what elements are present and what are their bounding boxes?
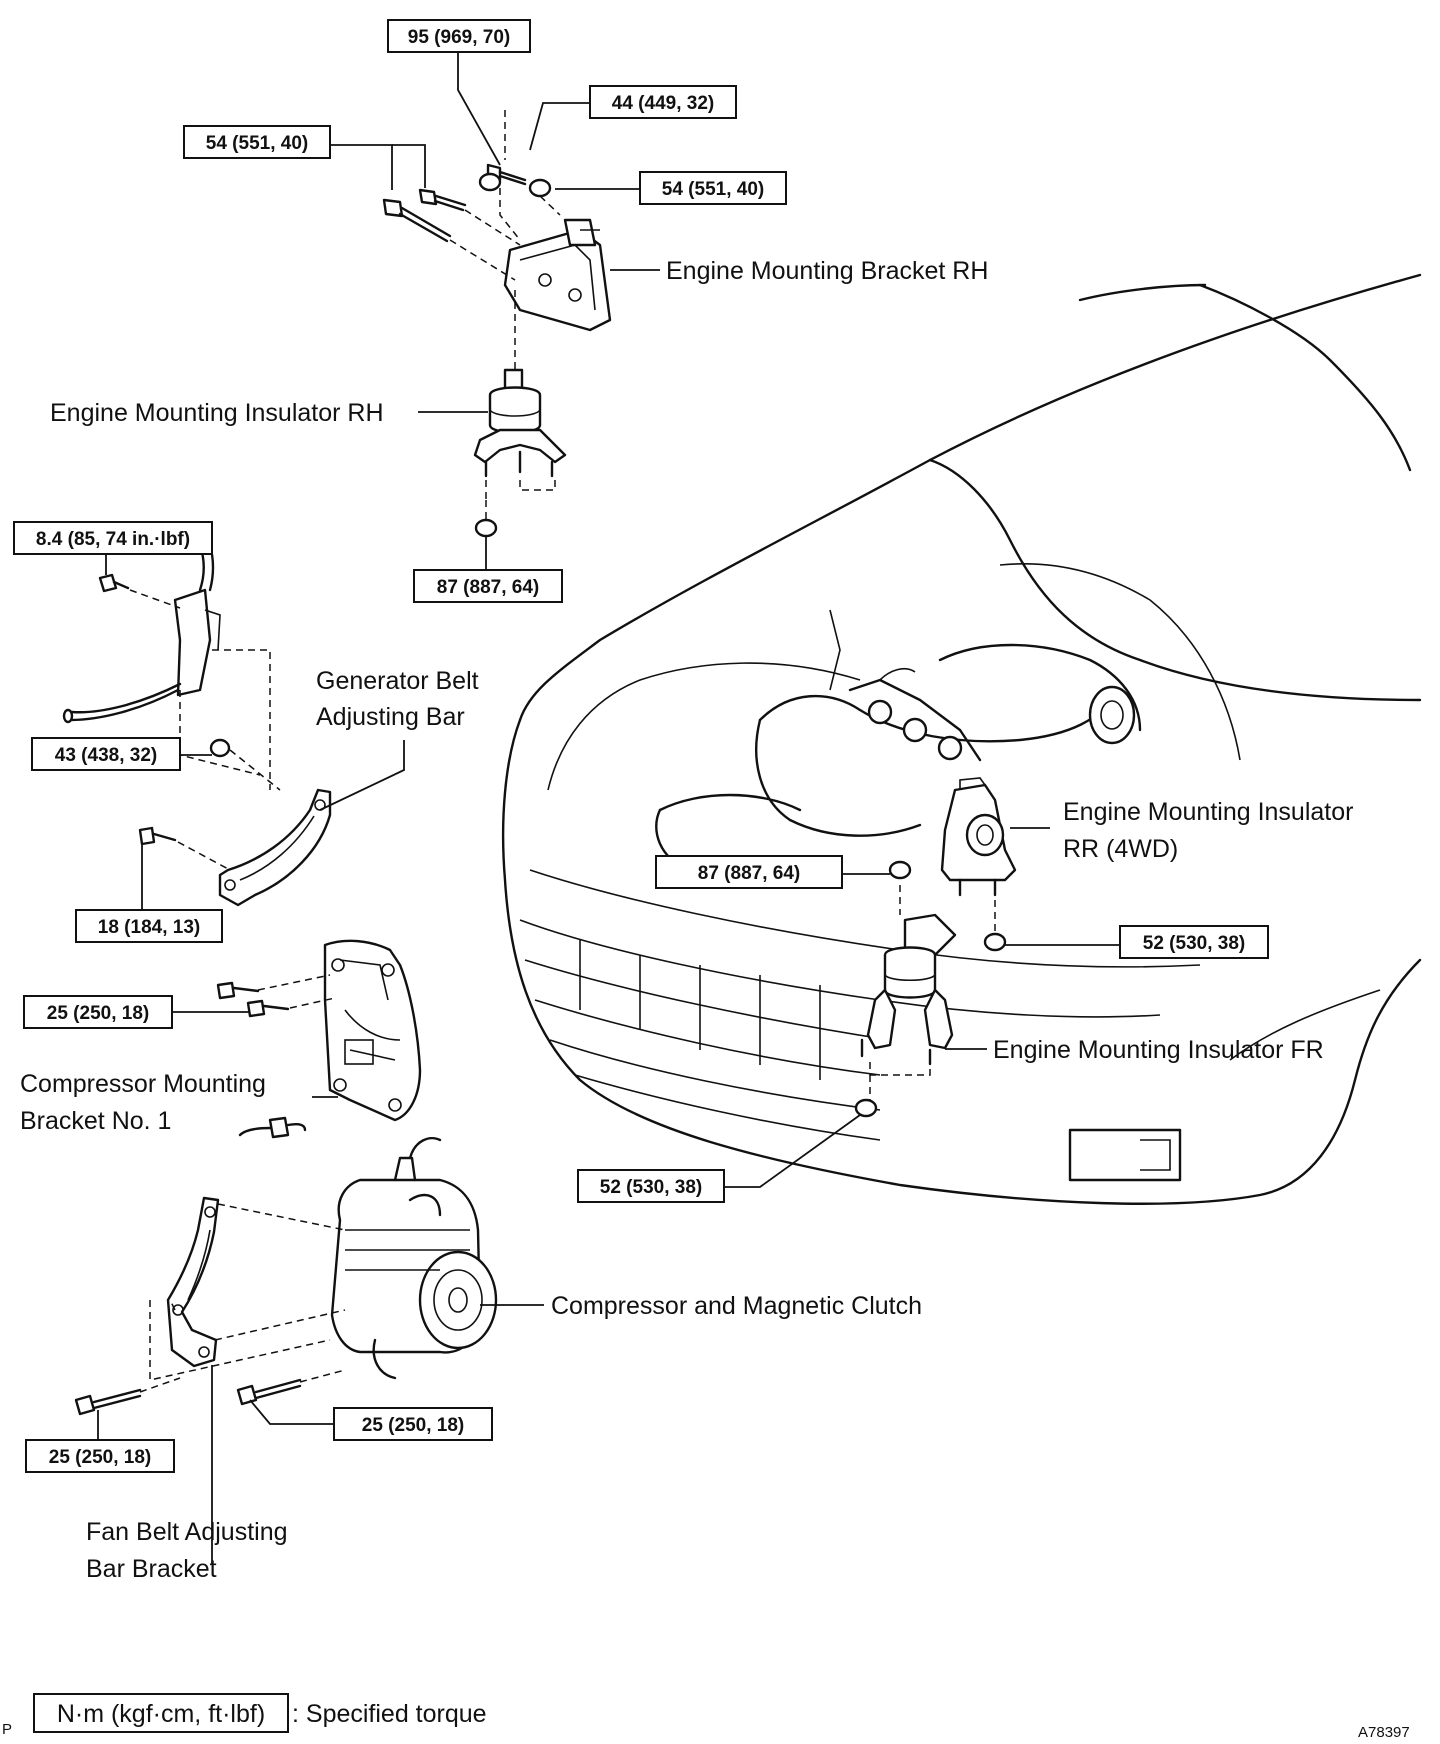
torque-value: 25 (250, 18) xyxy=(362,1415,464,1436)
fog-lamp xyxy=(1068,1128,1182,1182)
bolt-8-4 xyxy=(98,573,130,593)
torque-value: 43 (438, 32) xyxy=(55,745,157,766)
long-bolt-54 xyxy=(382,198,452,243)
compressor-mounting-bracket-no-1 xyxy=(323,939,422,1122)
spark-plug-1 xyxy=(867,699,893,725)
label-generator-bar-line1: Generator Belt xyxy=(316,667,479,695)
torque-label-t7: 43 (438, 32) xyxy=(31,737,181,771)
torque-label-t9: 25 (250, 18) xyxy=(23,995,173,1029)
figure-id: A78397 xyxy=(1358,1724,1410,1741)
torque-label-t8: 18 (184, 13) xyxy=(75,909,223,943)
label-compressor-bracket-line1: Compressor Mounting xyxy=(20,1070,266,1098)
torque-value: 52 (530, 38) xyxy=(600,1177,702,1198)
engine-cap xyxy=(1088,685,1136,745)
label-insulator-rr-line2: RR (4WD) xyxy=(1063,835,1178,863)
legend-text: : Specified torque xyxy=(292,1700,487,1728)
torque-label-t11: 52 (530, 38) xyxy=(1119,925,1269,959)
torque-label-t12: 52 (530, 38) xyxy=(577,1169,725,1203)
nut-43 xyxy=(209,738,231,758)
torque-value: 18 (184, 13) xyxy=(98,917,200,938)
bolt-25-lower-right xyxy=(236,1378,302,1406)
wire-harness-bracket xyxy=(62,543,221,724)
label-fan-bar-line2: Bar Bracket xyxy=(86,1555,217,1583)
bolt-54 xyxy=(418,188,467,212)
torque-label-t2: 44 (449, 32) xyxy=(589,85,737,119)
torque-value: 25 (250, 18) xyxy=(47,1003,149,1024)
nut-95 xyxy=(478,172,502,192)
torque-label-t1: 95 (969, 70) xyxy=(387,19,531,53)
torque-value: 52 (530, 38) xyxy=(1143,933,1245,954)
bolt-25-upper-b xyxy=(246,999,290,1018)
label-generator-bar-line2: Adjusting Bar xyxy=(316,703,465,731)
torque-value: 8.4 (85, 74 in.·lbf) xyxy=(36,529,190,550)
label-fan-bar-line1: Fan Belt Adjusting xyxy=(86,1518,288,1546)
legend: P N·m (kgf·cm, ft·lbf) : Specified torqu… xyxy=(2,1693,1410,1741)
torque-label-t6: 8.4 (85, 74 in.·lbf) xyxy=(13,521,213,555)
torque-label-t10: 87 (887, 64) xyxy=(655,855,843,889)
torque-value: 54 (551, 40) xyxy=(662,179,764,200)
torque-value: 44 (449, 32) xyxy=(612,93,714,114)
label-compressor-bracket-line2: Bracket No. 1 xyxy=(20,1107,171,1135)
label-insulator-rh: Engine Mounting Insulator RH xyxy=(50,399,384,427)
torque-value: 95 (969, 70) xyxy=(408,27,510,48)
nut-54-right xyxy=(528,178,552,198)
vehicle-body xyxy=(501,273,1422,1205)
engine-mounting-bracket-rh xyxy=(503,218,612,332)
leader-lines xyxy=(97,50,1120,1565)
grille-bars xyxy=(579,940,821,1080)
spark-plug-3 xyxy=(937,735,963,761)
torque-label-t5: 87 (887, 64) xyxy=(413,569,563,603)
torque-label-t14: 25 (250, 18) xyxy=(25,1439,175,1473)
torque-value: 87 (887, 64) xyxy=(437,577,539,598)
engine-mounting-insulator-rr xyxy=(940,777,1017,897)
label-compressor-clutch: Compressor and Magnetic Clutch xyxy=(551,1292,922,1320)
torque-value: 25 (250, 18) xyxy=(49,1447,151,1468)
corner-mark: P xyxy=(2,1721,12,1738)
nut-87-fr xyxy=(888,860,912,880)
magnetic-clutch-pulley xyxy=(418,1250,498,1350)
legend-unit: N·m (kgf·cm, ft·lbf) xyxy=(57,1700,265,1728)
torque-value: 54 (551, 40) xyxy=(206,133,308,154)
bolt-18 xyxy=(138,826,177,846)
label-bracket-rh: Engine Mounting Bracket RH xyxy=(666,257,988,285)
nut-87-top xyxy=(474,518,498,538)
nut-52-fr xyxy=(854,1098,878,1118)
label-insulator-rr-line1: Engine Mounting Insulator xyxy=(1063,798,1353,826)
engine-mounting-insulator-rh xyxy=(473,368,567,478)
clutch-connector xyxy=(238,1116,307,1139)
torque-label-t3: 54 (551, 40) xyxy=(183,125,331,159)
torque-value: 87 (887, 64) xyxy=(698,863,800,884)
nut-52-rr xyxy=(983,932,1007,952)
label-insulator-fr: Engine Mounting Insulator FR xyxy=(993,1036,1324,1064)
bolt-25-upper-a xyxy=(216,981,260,1000)
engine-mounting-insulator-fr xyxy=(860,913,957,1066)
compressor-and-magnetic-clutch xyxy=(330,1136,498,1380)
torque-label-t13: 25 (250, 18) xyxy=(333,1407,493,1441)
torque-label-t4: 54 (551, 40) xyxy=(639,171,787,205)
bolt-25-lower-left xyxy=(74,1388,142,1416)
generator-belt-adjusting-bar xyxy=(218,788,332,907)
engine-block xyxy=(655,609,1142,872)
fan-belt-adjusting-bar-bracket xyxy=(166,1196,220,1368)
spark-plug-2 xyxy=(902,717,928,743)
